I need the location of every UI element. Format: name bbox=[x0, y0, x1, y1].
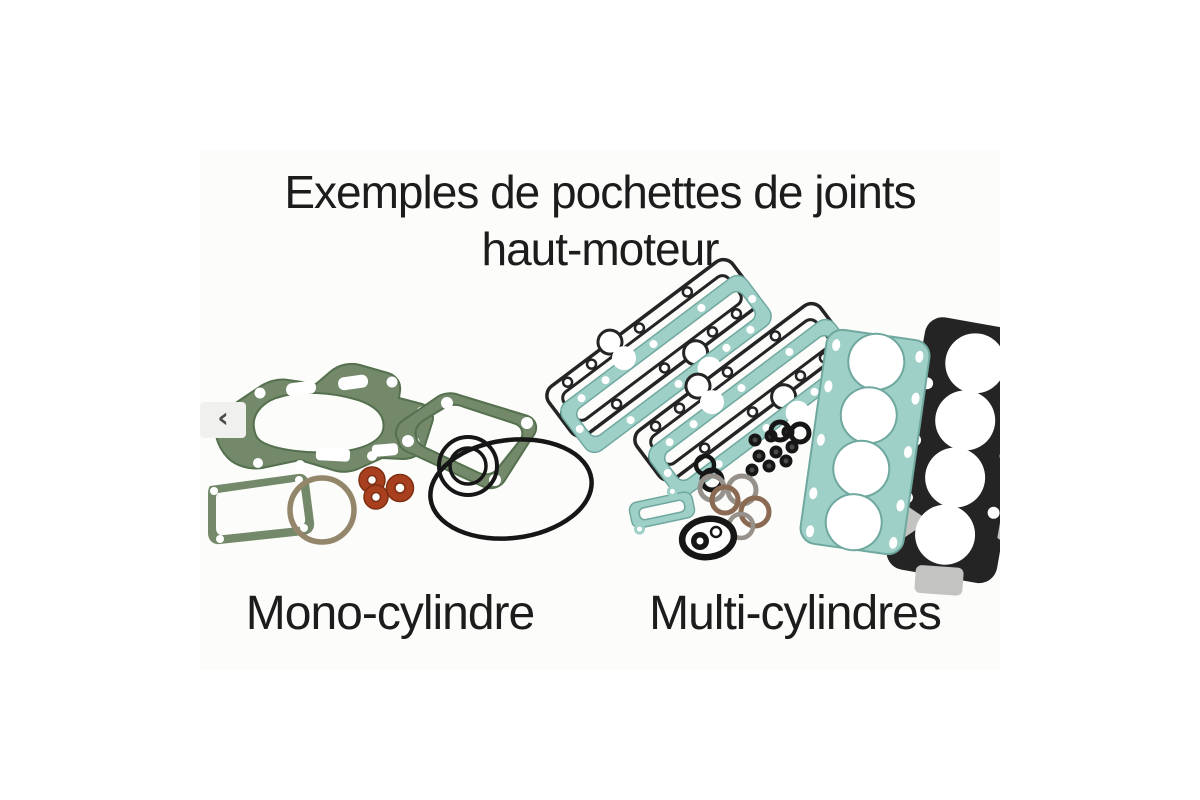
gasket-illustration bbox=[208, 243, 1000, 596]
cylinder-base-gasket bbox=[213, 362, 434, 473]
copper-washers bbox=[358, 466, 415, 510]
image-title-line1: Exemples de pochettes de joints bbox=[284, 166, 916, 218]
circular-seal-gasket bbox=[678, 515, 738, 561]
product-image: Exemples de pochettes de joints haut-mot… bbox=[200, 150, 1000, 670]
large-o-ring bbox=[428, 437, 594, 541]
concentric-seal-rings bbox=[437, 435, 499, 497]
small-black-o-rings bbox=[693, 419, 812, 493]
label-multi-cylindres: Multi-cylindres bbox=[649, 587, 942, 640]
valve-stem-seals bbox=[745, 425, 799, 477]
image-title-line2: haut-moteur bbox=[481, 223, 719, 275]
chevron-left-icon: ‹ bbox=[217, 401, 229, 434]
label-mono-cylindre: Mono-cylindre bbox=[245, 587, 535, 640]
tan-o-ring bbox=[287, 475, 357, 545]
four-cylinder-base-gasket bbox=[799, 328, 931, 556]
mono-cylinder-gasket-group bbox=[208, 362, 594, 545]
multi-cylinder-gasket-group bbox=[533, 243, 1000, 596]
carousel-prev-button[interactable]: ‹ bbox=[200, 402, 246, 438]
image-title: Exemples de pochettes de joints haut-mot… bbox=[200, 164, 1000, 278]
metal-rings bbox=[697, 473, 772, 541]
small-teal-gasket bbox=[628, 485, 696, 535]
